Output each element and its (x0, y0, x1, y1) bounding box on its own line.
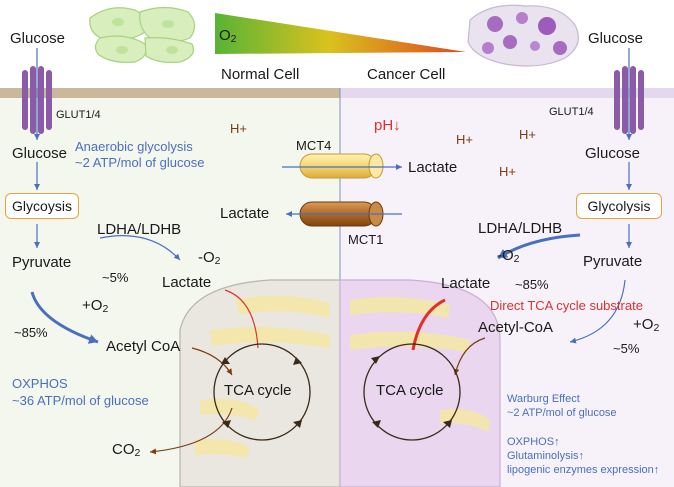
eighty-five-percent-right: ~85% (515, 277, 549, 292)
glucose-intracellular-right: Glucose (585, 145, 641, 162)
warburg-atp-label: ~2 ATP/mol of glucose (507, 407, 617, 419)
ldh-label-right: LDHA/LDHB (478, 220, 563, 237)
lactate-intracellular-left: Lactate (162, 274, 212, 291)
cancer-cell-membrane (340, 88, 674, 98)
glut-transporter-right (614, 66, 644, 134)
glut-label-left: GLUT1/4 (56, 109, 101, 121)
plus-o2-left: +O2 (82, 297, 109, 316)
direct-tca-substrate-label: Direct TCA cycle substrate (490, 298, 643, 313)
ldh-label-left: LDHA/LDHB (97, 221, 182, 238)
co2-label: CO2 (112, 441, 141, 460)
tca-cycle-arrowheads-left (221, 357, 302, 428)
tca-cycle-circle-left (213, 343, 311, 441)
h-plus-right-1: H+ (456, 132, 473, 147)
glut-label-right: GLUT1/4 (549, 106, 594, 118)
normal-cell-membrane (0, 88, 340, 98)
tca-to-co2-arrow (149, 407, 233, 455)
glycolysis-box-right: Glycolysis (576, 193, 662, 219)
minus-o2-right: -O2 (497, 247, 520, 266)
cancer-cell-cluster (467, 4, 579, 67)
five-percent-right: ~5% (613, 341, 640, 356)
acetylcoa-to-tca-arrow-left (191, 347, 233, 376)
pyruvate-left: Pyruvate (12, 254, 72, 271)
glucose-extracellular-right: Glucose (588, 30, 644, 47)
minus-o2-left: -O2 (198, 249, 221, 268)
h-plus-left: H+ (230, 121, 247, 136)
normal-cell-title: Normal Cell (221, 66, 300, 83)
o2-label: O2 (219, 27, 237, 46)
glucose-extracellular-left: Glucose (10, 30, 66, 47)
tca-cycle-label-left: TCA cycle (224, 382, 292, 399)
tca-cycle-circle-right (363, 343, 461, 441)
lactate-to-tca-line-right (411, 298, 446, 351)
oxphos-label-left: OXPHOS (12, 376, 68, 391)
eighty-five-percent-left: ~85% (14, 325, 48, 340)
tca-cycle-label-right: TCA cycle (376, 382, 444, 399)
pyruvate-to-lactate-arrow-left (99, 235, 181, 261)
oxphos-atp-label-left: ~36 ATP/mol of glucose (12, 393, 149, 408)
acetyl-coa-right: Acetyl-CoA (478, 319, 554, 336)
normal-cell-cluster (89, 6, 196, 63)
glut-transporter-left (22, 66, 52, 134)
glucose-flow-arrows (34, 48, 632, 248)
five-percent-left: ~5% (102, 270, 129, 285)
anaerobic-atp-label: ~2 ATP/mol of glucose (75, 155, 205, 170)
mct4-label: MCT4 (296, 138, 332, 153)
lactate-intracellular-right: Lactate (441, 275, 491, 292)
plus-o2-right: +O2 (633, 316, 660, 335)
cancer-mitochondrion (339, 279, 501, 487)
lipogenic-up-label: lipogenic enzymes expression↑ (507, 464, 660, 476)
glutaminolysis-up-label: Glutaminolysis↑ (507, 450, 585, 462)
glucose-intracellular-left: Glucose (12, 145, 68, 162)
o2-gradient-wedge (215, 13, 466, 54)
pyruvate-to-acetylcoa-arrow-right (569, 279, 626, 344)
anaerobic-glycolysis-label: Anaerobic glycolysis (75, 139, 193, 154)
mct1-label: MCT1 (348, 232, 384, 247)
tca-cycle-arrowheads-right (371, 356, 452, 428)
oxphos-up-label: OXPHOS↑ (507, 436, 560, 448)
glycolysis-box-left: Glycoysis (5, 193, 79, 219)
cancer-cell-title: Cancer Cell (367, 66, 446, 83)
pyruvate-to-lactate-arrow-right (497, 233, 581, 260)
warburg-effect-label: Warburg Effect (507, 393, 580, 405)
h-plus-right-3: H+ (499, 164, 516, 179)
acetylcoa-to-tca-arrow-right (453, 337, 486, 376)
h-plus-right-2: H+ (519, 127, 536, 142)
lactate-to-tca-line-left (224, 289, 259, 349)
pyruvate-right: Pyruvate (583, 253, 643, 270)
acetyl-coa-left: Acetyl CoA (106, 338, 181, 355)
pyruvate-to-acetylcoa-arrow-left (30, 291, 99, 344)
mct4-transporter (299, 153, 384, 179)
lactate-extracellular-in: Lactate (220, 205, 270, 222)
ph-down-label: pH↓ (374, 117, 401, 134)
lactate-extracellular-out: Lactate (408, 159, 458, 176)
